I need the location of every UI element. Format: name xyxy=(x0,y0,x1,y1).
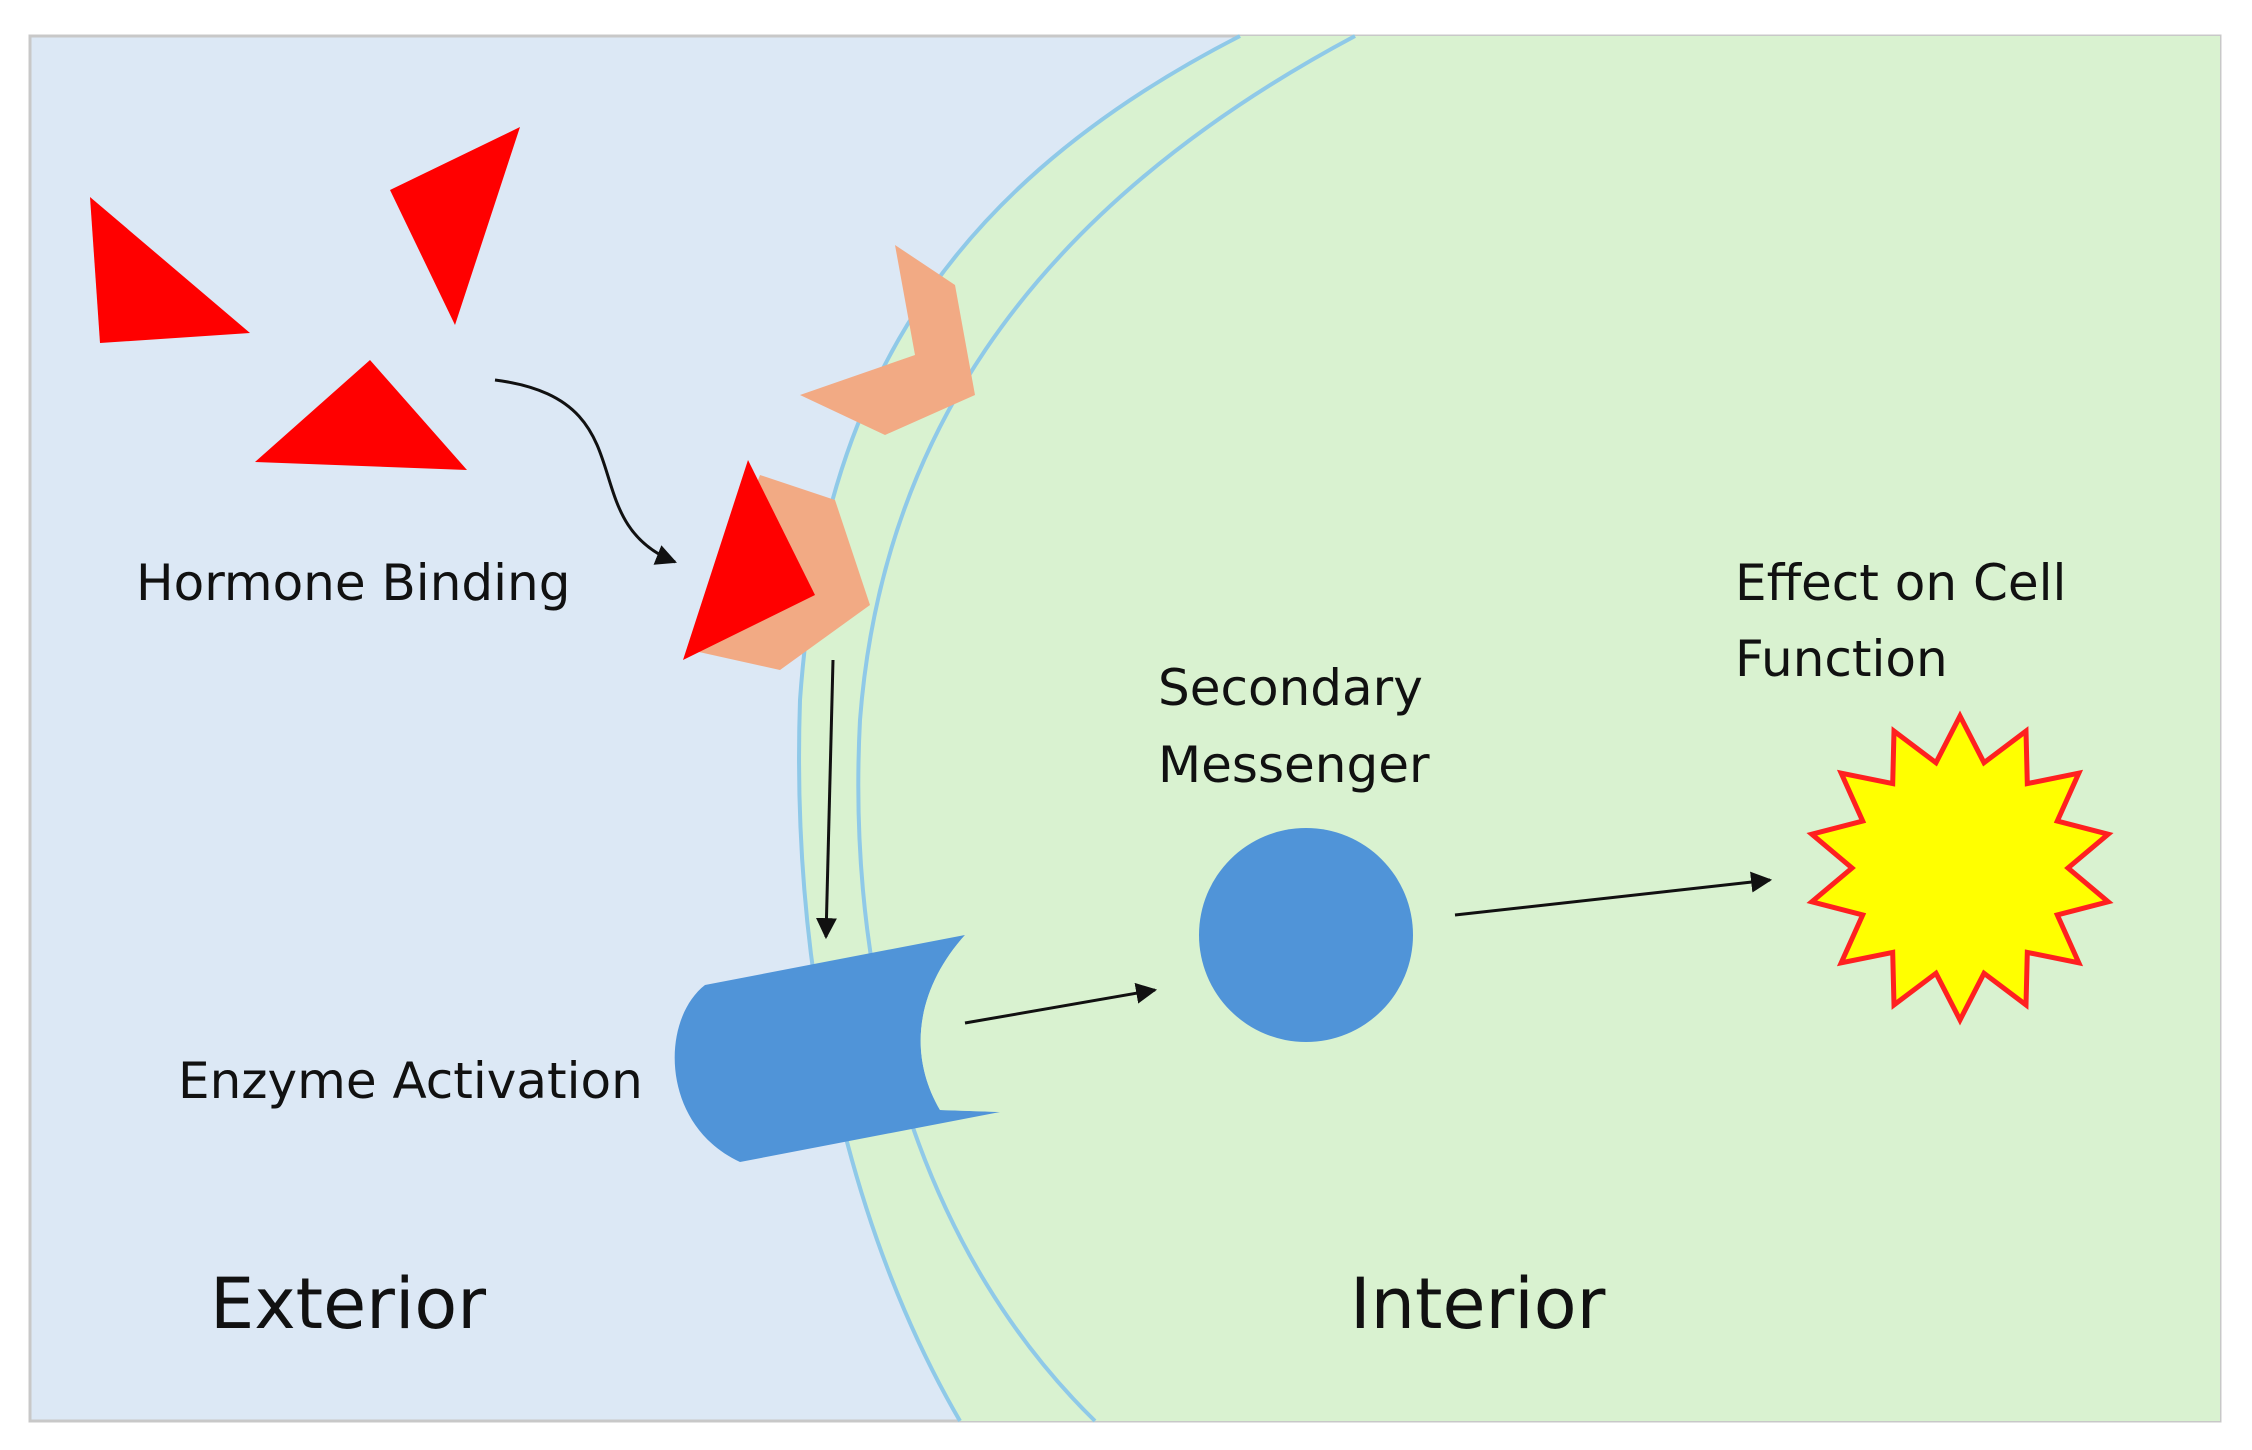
exterior-label: Exterior xyxy=(210,1263,486,1345)
effect-label-line2: Function xyxy=(1735,630,1948,688)
hormone-icon xyxy=(390,127,520,325)
enzyme-to-messenger-arrow xyxy=(964,982,1158,1025)
enzyme-opening xyxy=(920,935,1000,1112)
messenger-icon xyxy=(1199,828,1413,1042)
membrane-outer-line xyxy=(797,34,1241,1423)
interior-label: Interior xyxy=(1350,1263,1606,1345)
binding-to-enzyme-arrow xyxy=(815,659,837,940)
enzyme-activation-label: Enzyme Activation xyxy=(178,1052,643,1110)
enzyme-icon xyxy=(674,935,1000,1162)
secondary-messenger-label-line1: Secondary xyxy=(1158,659,1423,717)
hormone-icon xyxy=(255,360,467,470)
effect-label-line1: Effect on Cell xyxy=(1735,554,2066,612)
effect-starburst-icon xyxy=(1806,710,2114,1026)
interior-region xyxy=(799,36,2220,1421)
messenger-to-effect-arrow xyxy=(1454,871,1773,917)
membrane-inner-line xyxy=(856,34,1356,1423)
hormone-icon xyxy=(90,197,250,343)
hormone-icon xyxy=(683,460,815,660)
receptor-icon xyxy=(800,245,975,435)
secondary-messenger-label-line2: Messenger xyxy=(1158,736,1430,794)
hormone-binding-arrow xyxy=(494,378,677,565)
hormone-binding-label: Hormone Binding xyxy=(136,554,570,612)
